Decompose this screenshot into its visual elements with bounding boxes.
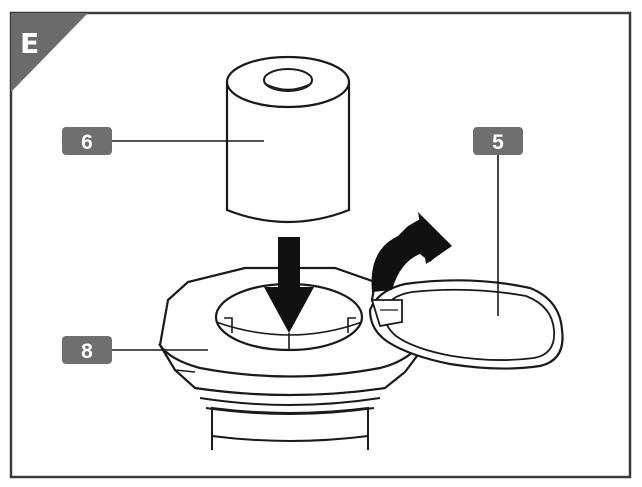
callout-label-8: 8 (81, 340, 93, 363)
lid (368, 279, 564, 370)
figure-frame (9, 11, 632, 479)
insert-down-arrow (264, 237, 314, 350)
callout-label-6: 6 (81, 131, 93, 154)
callout-label-5: 5 (492, 131, 504, 154)
step-corner-tab: E (11, 13, 88, 92)
callout-6: 6 (62, 127, 264, 155)
step-letter: E (20, 27, 39, 60)
callout-8: 8 (62, 336, 208, 364)
filter-cartridge (225, 55, 351, 224)
threaded-neck (194, 387, 386, 450)
open-lid-curved-arrow (371, 212, 452, 292)
callout-5: 5 (473, 127, 523, 316)
